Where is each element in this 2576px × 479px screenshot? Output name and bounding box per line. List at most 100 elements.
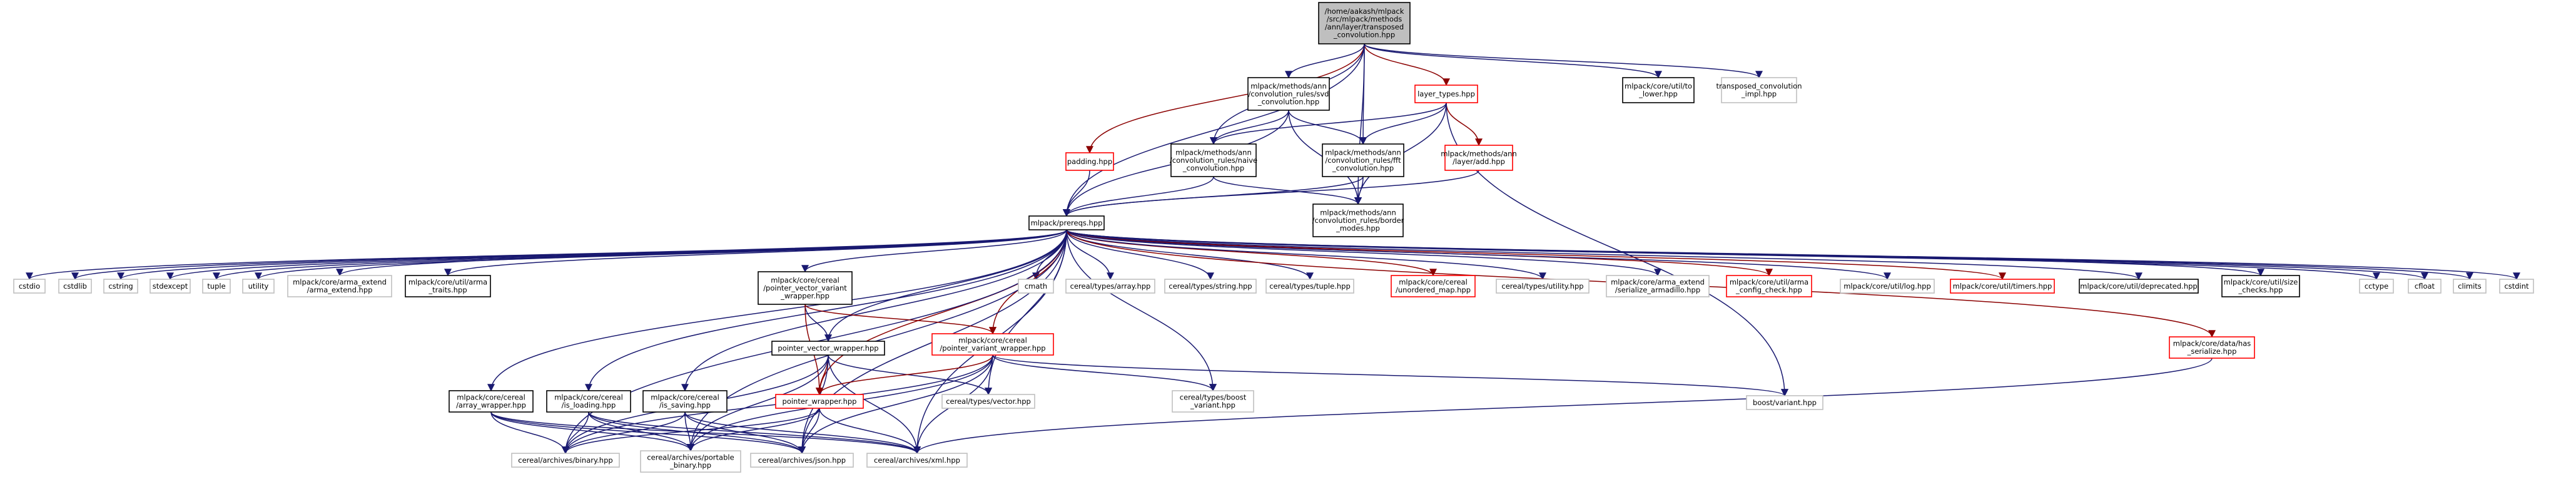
node-pointer_wrapper[interactable]: pointer_wrapper.hpp (775, 394, 864, 409)
node-box-log (1840, 279, 1935, 294)
node-box-cstdio (13, 279, 46, 294)
node-arma_config[interactable]: mlpack/core/util/arma_config_check.hpp (1726, 275, 1812, 297)
node-deprecated[interactable]: mlpack/core/util/deprecated.hpp (2079, 279, 2199, 294)
node-label-archives_binary-line-0: cereal/archives/binary.hpp (518, 456, 612, 465)
node-pvw[interactable]: pointer_vector_wrapper.hpp (771, 341, 885, 356)
node-label-tuple-line-0: tuple (207, 282, 225, 291)
node-fft[interactable]: mlpack/methods/ann/convolution_rules/fft… (1322, 143, 1404, 177)
node-label-types_utility-line-0: cereal/types/utility.hpp (1501, 282, 1583, 291)
edge-layer_types-to-naive (1210, 102, 1447, 145)
node-label-archives_xml-line-0: cereal/archives/xml.hpp (874, 456, 960, 465)
edge-pv_wrapper-to-boost_variant (992, 354, 1788, 397)
node-box-fft (1322, 143, 1404, 177)
node-size_checks[interactable]: mlpack/core/util/size_checks.hpp (2221, 275, 2300, 297)
node-unordered_map[interactable]: mlpack/core/cereal/unordered_map.hpp (1391, 275, 1476, 297)
edge-pv_wrapper-to-pointer_wrapper (816, 354, 993, 396)
node-label-padding-line-0: padding.hpp (1067, 157, 1112, 166)
node-is_loading[interactable]: mlpack/core/cereal/is_loading.hpp (546, 390, 631, 413)
node-pv_wrapper[interactable]: mlpack/core/cereal/pointer_variant_wrapp… (931, 333, 1054, 356)
node-box-types_string (1164, 279, 1257, 294)
node-label-cstring-line-0: cstring (108, 282, 133, 291)
node-label-serialize_armadillo-line-0: mlpack/core/arma_extend (1611, 278, 1705, 287)
edge-prereqs-to-stdexcept (166, 229, 1067, 281)
node-label-boost_variant_types-line-1: _variant.hpp (1190, 401, 1235, 409)
node-box-cfloat (2408, 279, 2442, 294)
node-prereqs[interactable]: mlpack/prereqs.hpp (1028, 215, 1105, 230)
node-label-types_array-line-0: cereal/types/array.hpp (1070, 282, 1151, 291)
edge-naive-to-border (1213, 176, 1362, 205)
node-box-tconv_impl (1721, 77, 1797, 103)
node-box-pvw (771, 341, 885, 356)
node-svd[interactable]: mlpack/methods/ann/convolution_rules/svd… (1247, 77, 1330, 111)
node-array_wrapper[interactable]: mlpack/core/cereal/array_wrapper.hpp (449, 390, 534, 413)
node-label-root-line-0: /home/aakash/mlpack (1325, 7, 1404, 16)
node-climits: climits (2453, 279, 2487, 294)
edge-prereqs-to-is_saving (681, 229, 1067, 392)
node-has_serialize[interactable]: mlpack/core/data/has_serialize.hpp (2169, 336, 2255, 359)
node-box-tuple (202, 279, 231, 294)
node-cctype: cctype (2359, 279, 2394, 294)
node-border[interactable]: mlpack/methods/ann/convolution_rules/bor… (1312, 203, 1404, 237)
node-is_saving[interactable]: mlpack/core/cereal/is_saving.hpp (642, 390, 728, 413)
node-arma_traits[interactable]: mlpack/core/util/arma_traits.hpp (405, 275, 491, 297)
node-types_string: cereal/types/string.hpp (1164, 279, 1257, 294)
node-root[interactable]: /home/aakash/mlpack/src/mlpack/methods/a… (1318, 2, 1411, 44)
node-naive[interactable]: mlpack/methods/ann/convolution_rules/nai… (1170, 143, 1257, 177)
node-padding[interactable]: padding.hpp (1065, 152, 1114, 171)
node-box-layer_types (1414, 85, 1478, 103)
node-timers[interactable]: mlpack/core/util/timers.hpp (1950, 279, 2055, 294)
node-box-utility (242, 279, 275, 294)
node-label-utility-line-0: utility (248, 282, 269, 291)
node-label-cstdio-line-0: cstdio (19, 282, 40, 291)
node-label-pvvw-line-2: _wrapper.hpp (780, 291, 829, 300)
node-layer_types[interactable]: layer_types.hpp (1414, 85, 1478, 103)
edge-prereqs-to-cstdlib (71, 229, 1067, 281)
node-label-svd-line-2: _convolution.hpp (1257, 97, 1319, 106)
edge-pv_wrapper-to-boost_variant_types (992, 354, 1217, 392)
node-box-types_utility (1496, 279, 1590, 294)
node-pvvw[interactable]: mlpack/core/cereal/pointer_vector_varian… (758, 271, 853, 305)
edge-prereqs-to-types_string (1066, 229, 1214, 281)
node-box-size_checks (2221, 275, 2300, 297)
edge-root-to-prereqs (1063, 43, 1365, 217)
node-to_lower[interactable]: mlpack/core/util/to_lower.hpp (1622, 77, 1695, 103)
edge-array_wrapper-to-archives_portable (490, 411, 694, 452)
node-boost_variant: boost/variant.hpp (1746, 395, 1823, 410)
node-box-cstdlib (58, 279, 92, 294)
node-serialize_armadillo: mlpack/core/arma_extend/serialize_armadi… (1606, 275, 1710, 297)
node-label-tconv_impl-line-0: transposed_convolution (1716, 82, 1802, 91)
node-box-layer_add (1444, 145, 1513, 171)
node-label-pointer_wrapper-line-0: pointer_wrapper.hpp (783, 397, 857, 406)
node-label-cmath-line-0: cmath (1025, 282, 1047, 291)
node-label-archives_json-line-0: cereal/archives/json.hpp (758, 456, 846, 465)
node-box-prereqs (1028, 215, 1105, 230)
node-box-naive (1170, 143, 1257, 177)
node-label-fft-line-1: /convolution_rules/fft (1325, 156, 1401, 165)
node-label-svd-line-0: mlpack/methods/ann (1250, 81, 1327, 90)
edge-layer_types-to-fft (1359, 102, 1447, 145)
edge-prereqs-to-deprecated (1066, 229, 2142, 281)
edge-root-to-svd (1285, 43, 1365, 79)
node-box-serialize_armadillo (1606, 275, 1710, 297)
node-box-padding (1065, 152, 1114, 171)
node-box-cstring (103, 279, 138, 294)
edge-prereqs-to-types_vector (985, 229, 1067, 396)
node-label-size_checks-line-1: _checks.hpp (2238, 286, 2283, 294)
edge-root-to-layer_types (1364, 43, 1450, 86)
node-box-climits (2453, 279, 2487, 294)
node-layer_add[interactable]: mlpack/methods/ann/layer/add.hpp (1441, 145, 1517, 171)
edge-pointer_wrapper-to-archives_json (798, 408, 820, 455)
node-stdexcept: stdexcept (150, 279, 191, 294)
node-box-arma_traits (405, 275, 491, 297)
node-label-border-line-2: _modes.hpp (1336, 224, 1380, 232)
edge-prereqs-to-pvvw (801, 229, 1067, 273)
node-box-types_array (1065, 279, 1155, 294)
node-label-layer_add-line-1: /layer/add.hpp (1453, 157, 1505, 166)
node-label-svd-line-1: /convolution_rules/svd (1249, 90, 1329, 98)
edge-prereqs-to-array_wrapper (487, 229, 1067, 392)
node-label-pvvw-line-0: mlpack/core/cereal (771, 276, 839, 284)
node-label-naive-line-2: _convolution.hpp (1182, 163, 1244, 172)
node-label-pv_wrapper-line-0: mlpack/core/cereal (958, 336, 1027, 345)
node-label-prereqs-line-0: mlpack/prereqs.hpp (1031, 219, 1103, 227)
